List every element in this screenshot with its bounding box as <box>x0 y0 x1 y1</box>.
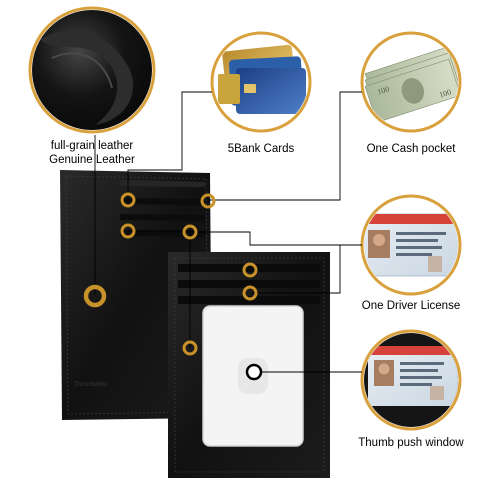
label-bank-cards: 5Bank Cards <box>227 143 295 155</box>
marker-front-slot-2 <box>242 285 258 301</box>
marker-leather <box>83 284 107 308</box>
label-leather-line2: Genuine Leather <box>49 154 135 166</box>
driver-license-callout <box>360 194 462 296</box>
marker-thumb <box>245 363 263 381</box>
brand-embossing: Travelambo <box>74 380 108 388</box>
label-driver-license: One Driver License <box>361 300 461 312</box>
marker-points <box>83 192 263 381</box>
leader-lines <box>94 91 362 373</box>
marker-back-slot <box>120 223 136 239</box>
svg-text:100: 100 <box>438 87 452 99</box>
bank-cards-callout <box>210 31 312 133</box>
marker-front-slot-1 <box>242 262 258 278</box>
svg-text:100: 100 <box>376 84 390 96</box>
marker-front-side <box>182 340 198 356</box>
label-thumb-window: Thumb push window <box>358 437 464 449</box>
label-cash-pocket: One Cash pocket <box>366 143 456 155</box>
marker-back-cards <box>120 192 136 208</box>
marker-front-top <box>182 224 198 240</box>
label-leather-line1: full-grain leather <box>50 140 134 152</box>
marker-cash <box>200 193 216 209</box>
leather-swatch-callout <box>28 6 156 134</box>
thumb-window-callout <box>360 329 462 431</box>
cash-callout: 100 100 <box>360 31 462 133</box>
